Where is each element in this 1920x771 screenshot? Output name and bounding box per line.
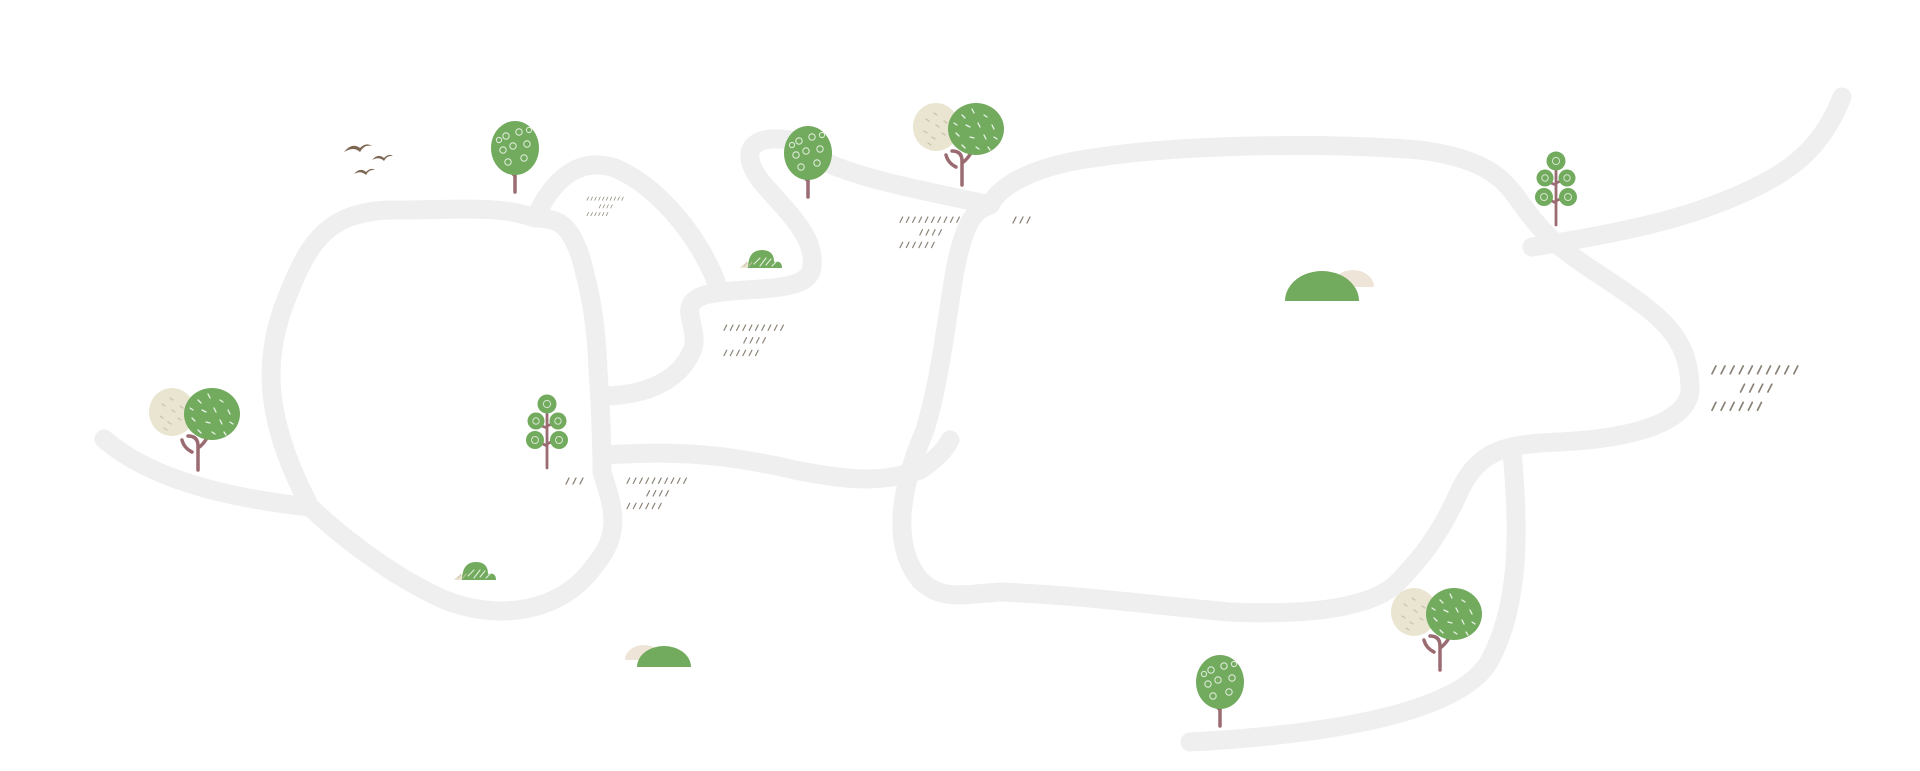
hill-icon <box>1285 270 1374 301</box>
road-west-entry <box>94 429 320 517</box>
road-mid-connector <box>594 129 822 406</box>
grass-marks-icon <box>899 216 960 249</box>
grass-marks-icon <box>1711 365 1799 412</box>
road-east-exit <box>1522 87 1852 257</box>
road-big-loop <box>892 136 1700 623</box>
road-network <box>94 87 1852 752</box>
hills <box>625 270 1374 667</box>
road-south-exit <box>1180 441 1526 752</box>
round-canopy-tree-icon <box>1194 653 1246 728</box>
road-left-loop <box>261 199 623 621</box>
road-left-upper-hump <box>525 155 726 291</box>
trees <box>147 101 1579 728</box>
tiered-tree-icon <box>1533 150 1579 227</box>
grass-marks-icon <box>1012 216 1031 224</box>
double-canopy-tree-icon <box>147 386 242 472</box>
hill-icon <box>625 645 691 667</box>
bush-icon <box>739 249 783 269</box>
round-canopy-tree-icon <box>782 124 834 199</box>
tiered-tree-icon <box>524 393 570 470</box>
grass-marks-icon <box>586 196 624 217</box>
double-canopy-tree-icon <box>911 101 1006 187</box>
round-canopy-tree-icon <box>489 119 541 194</box>
road-mid-lower <box>594 430 960 489</box>
grass-marks-icon <box>723 324 784 357</box>
grass-marks-icon <box>626 477 687 510</box>
birds-icon <box>344 144 393 175</box>
bush-icon <box>453 561 497 581</box>
grass-marks-icon <box>565 477 584 485</box>
double-canopy-tree-icon <box>1389 586 1484 672</box>
